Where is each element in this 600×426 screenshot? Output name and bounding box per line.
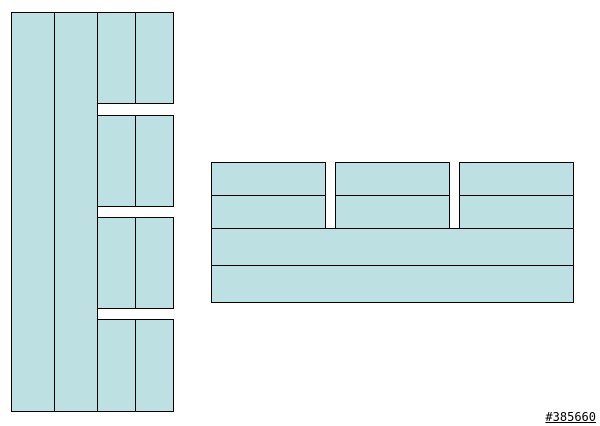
left-pair-4-b: [135, 319, 174, 412]
right-top-2-lower: [335, 195, 450, 229]
right-top-1-upper: [211, 162, 326, 196]
left-tall-strip-1: [11, 12, 55, 412]
left-pair-3-b: [135, 217, 174, 309]
left-pair-2-b: [135, 115, 174, 207]
right-top-1-lower: [211, 195, 326, 229]
left-pair-3-a: [97, 217, 136, 309]
right-top-3-lower: [459, 195, 574, 229]
left-pair-1-a: [97, 12, 136, 104]
right-band-1: [211, 228, 574, 266]
left-pair-4-a: [97, 319, 136, 412]
left-tall-strip-2: [54, 12, 98, 412]
left-pair-2-a: [97, 115, 136, 207]
right-band-2: [211, 265, 574, 303]
left-pair-1-b: [135, 12, 174, 104]
right-top-3-upper: [459, 162, 574, 196]
right-top-2-upper: [335, 162, 450, 196]
image-id-label: #385660: [545, 410, 596, 424]
